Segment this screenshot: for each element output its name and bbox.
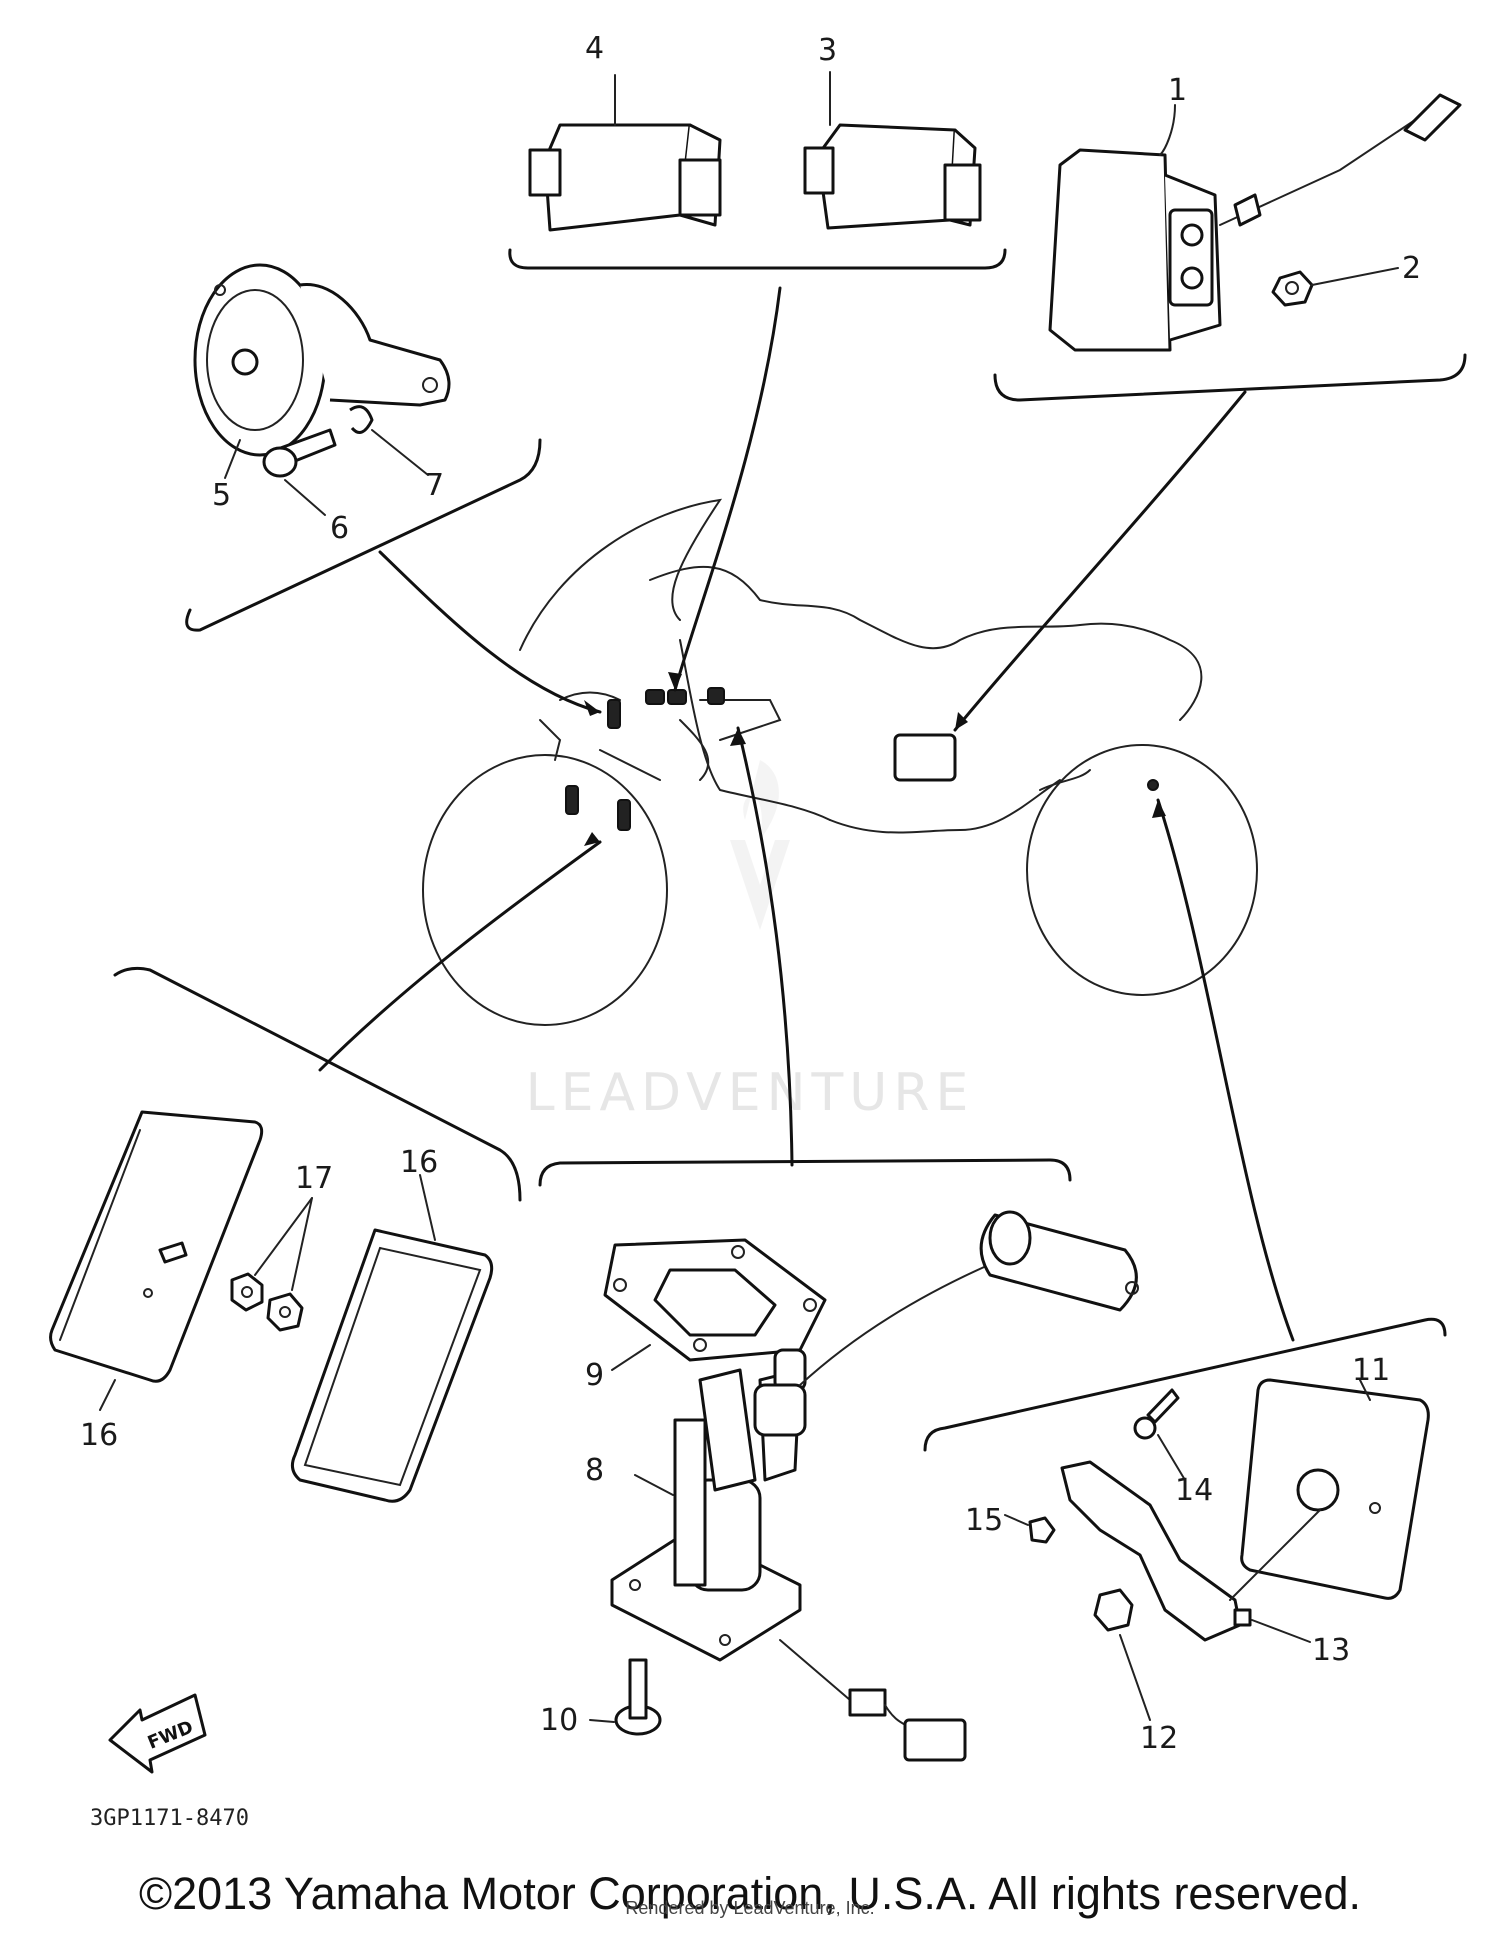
fuel-pump-locator-mark bbox=[707, 687, 725, 705]
callout-16-right: 16 bbox=[400, 1145, 438, 1180]
bolt-10 bbox=[589, 1658, 662, 1736]
callout-17: 17 bbox=[295, 1161, 333, 1196]
relay-locator-mark bbox=[607, 699, 621, 729]
watermark-text: LEADVENTURE bbox=[526, 1063, 975, 1123]
callout-6: 6 bbox=[330, 511, 349, 546]
leader-lines bbox=[318, 286, 1295, 1342]
copyright-notice: ©2013 Yamaha Motor Corporation, U.S.A. A… bbox=[138, 1868, 1362, 1919]
callout-4: 4 bbox=[585, 31, 604, 66]
fwd-arrow-icon: FWD bbox=[108, 1693, 207, 1774]
grommet-12 bbox=[1093, 1588, 1151, 1721]
horn-5 bbox=[193, 263, 451, 479]
callout-7: 7 bbox=[425, 468, 444, 503]
relay-locator-mark bbox=[645, 689, 665, 705]
callout-1: 1 bbox=[1168, 73, 1187, 108]
drawing-code: 3GP1171-8470 bbox=[90, 1806, 249, 1831]
screw-14 bbox=[1133, 1388, 1186, 1481]
clip-13 bbox=[1233, 1608, 1311, 1643]
relay-3 bbox=[803, 71, 982, 230]
callout-14: 14 bbox=[1175, 1473, 1213, 1508]
nut-17 bbox=[230, 1197, 313, 1332]
callout-12: 12 bbox=[1140, 1721, 1178, 1756]
relay-4 bbox=[528, 74, 722, 232]
callout-13: 13 bbox=[1312, 1633, 1350, 1668]
reflector-11 bbox=[1240, 1378, 1430, 1600]
callout-5: 5 bbox=[212, 478, 231, 513]
nut-15 bbox=[1004, 1514, 1056, 1544]
callout-9: 9 bbox=[585, 1358, 604, 1393]
callout-10: 10 bbox=[540, 1703, 578, 1738]
callout-16-left: 16 bbox=[80, 1418, 118, 1453]
float bbox=[979, 1210, 1139, 1312]
reflector-locator-mark bbox=[565, 785, 579, 815]
switch-locator-box bbox=[893, 733, 957, 782]
group-brackets bbox=[113, 248, 1467, 1452]
callout-2: 2 bbox=[1402, 251, 1421, 286]
gasket-9 bbox=[603, 1238, 827, 1371]
rendered-by-credit: Rendered by LeadVenture, Inc. bbox=[625, 1898, 875, 1918]
callout-11: 11 bbox=[1352, 1353, 1390, 1388]
relay-locator-mark bbox=[667, 689, 687, 705]
bolt-6 bbox=[262, 428, 337, 516]
nut-2 bbox=[1271, 267, 1399, 307]
fuel-pump-8 bbox=[610, 1259, 1001, 1762]
callout-15: 15 bbox=[965, 1503, 1003, 1538]
washer-7 bbox=[349, 405, 429, 476]
callout-8: 8 bbox=[585, 1453, 604, 1488]
reflector-16-left bbox=[49, 1110, 264, 1411]
rear-reflector-locator-mark bbox=[1147, 779, 1159, 791]
arrowheads bbox=[584, 672, 1166, 846]
callout-3: 3 bbox=[818, 33, 837, 68]
bracket bbox=[1060, 1460, 1321, 1642]
motorcycle-outline bbox=[422, 498, 1258, 1026]
switch-1 bbox=[1048, 93, 1462, 352]
reflector-16-right bbox=[290, 1174, 494, 1503]
reflector-locator-mark bbox=[617, 799, 631, 831]
watermark-logo bbox=[730, 760, 790, 930]
